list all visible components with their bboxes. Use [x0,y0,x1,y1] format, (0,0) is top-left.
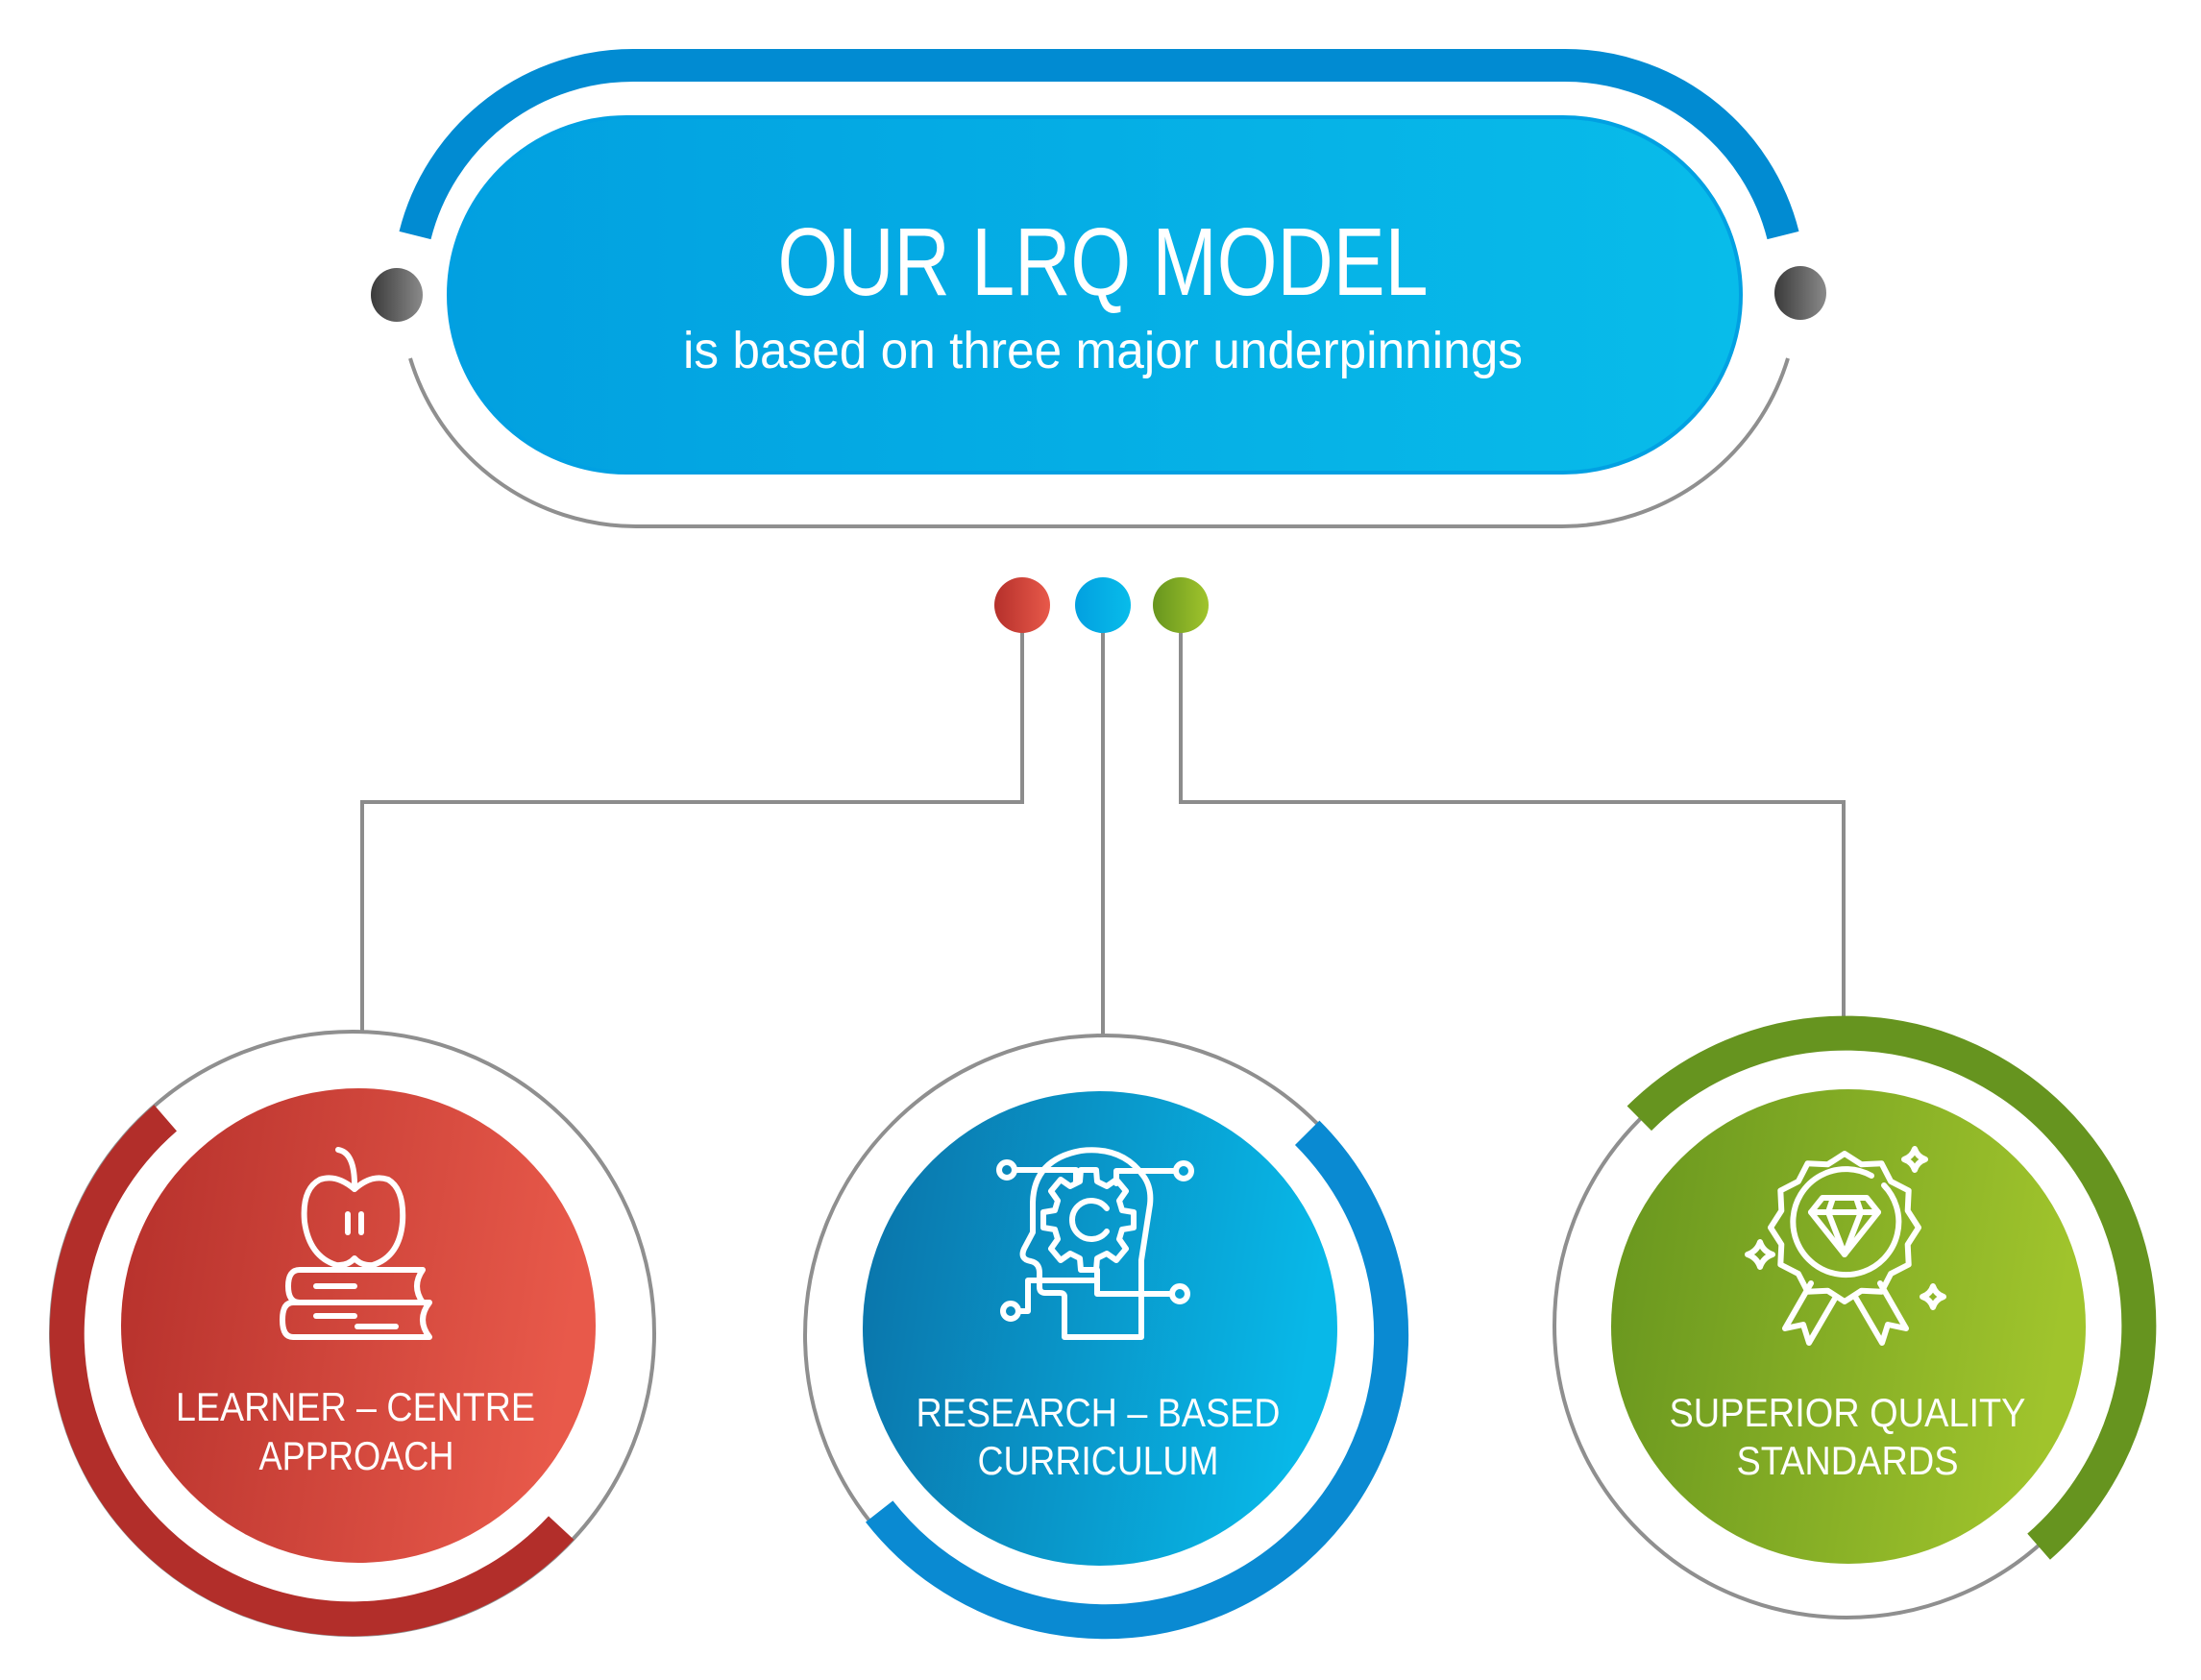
pillar-accent-arc [1626,1015,2157,1560]
header-subtitle: is based on three major underpinnings [683,322,1523,379]
apple-books-icon [280,1147,432,1340]
pillar-label-line-2: APPROACH [259,1433,454,1478]
connector-dot-blue [1075,577,1131,633]
pillar-disc [863,1091,1337,1566]
head-gear-circuit-icon [996,1147,1194,1340]
connector-dot-green [1153,577,1209,633]
connector-line-left [360,624,1024,1031]
pillar-disc [1611,1089,2086,1564]
pillar-accent-arc [866,1120,1409,1640]
pillar-label-line-1: RESEARCH – BASED [917,1390,1281,1435]
header-left-knob [371,268,423,322]
header-title: OUR LRQ MODEL [778,208,1429,316]
header-right-knob [1774,266,1826,320]
header-outline-arc [408,357,1790,528]
pillar-research-based: RESEARCH – BASED CURRICULUM [803,1034,1409,1640]
connector-tree [360,577,1846,1035]
pillar-superior-quality: SUPERIOR QUALITY STANDARDS [1553,1015,2157,1619]
pillar-label-line-1: LEARNER – CENTRE [176,1384,535,1429]
pillar-label-line-2: STANDARDS [1737,1438,1959,1483]
pillar-label-line-2: CURRICULUM [978,1438,1219,1483]
header-badge: OUR LRQ MODEL is based on three major un… [371,48,1826,528]
pillar-label-line-1: SUPERIOR QUALITY [1670,1390,2026,1435]
header-pill [447,115,1743,475]
header-outer-arc [399,48,1799,240]
award-diamond-icon [1745,1146,1946,1346]
pillar-accent-arc [49,1105,575,1637]
connector-line-right [1179,624,1846,1016]
connector-dot-red [994,577,1050,633]
pillar-learner-centre: LEARNER – CENTRE APPROACH [49,1030,656,1637]
